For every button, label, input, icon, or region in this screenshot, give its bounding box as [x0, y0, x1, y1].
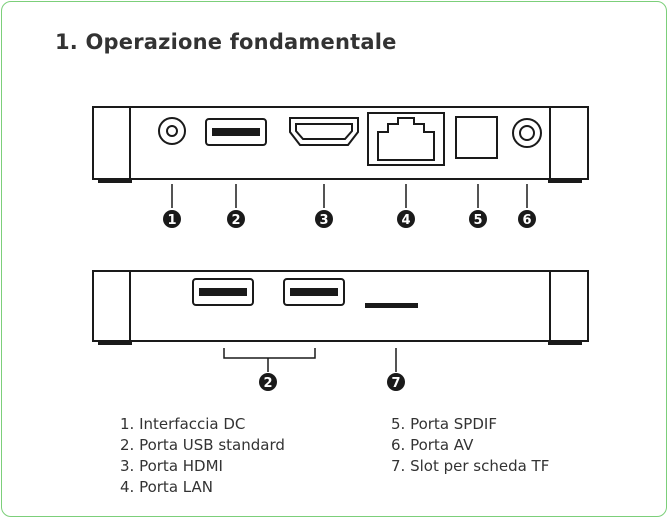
marker-label: 2: [231, 213, 240, 228]
leader-lines-top: [171, 184, 528, 208]
legend-item: 4. Porta LAN: [120, 478, 213, 496]
device-foot: [548, 341, 582, 345]
marker-5: 5: [469, 210, 487, 228]
legend-item: 3. Porta HDMI: [120, 457, 223, 475]
marker-4: 4: [397, 210, 415, 228]
hdmi-port: [289, 117, 359, 146]
dc-port: [158, 117, 186, 145]
marker-label: 4: [401, 213, 410, 228]
marker-label: 5: [473, 213, 482, 228]
tf-card-slot: [365, 303, 418, 308]
legend-item: 6. Porta AV: [391, 436, 474, 454]
usb-port: [283, 278, 345, 306]
legend-right: 5. Porta SPDIF 6. Porta AV 7. Slot per s…: [391, 414, 549, 477]
marker-7: 7: [387, 373, 405, 391]
av-port: [512, 118, 542, 148]
legend-item: 1. Interfaccia DC: [120, 415, 246, 433]
device-foot: [548, 179, 582, 183]
device-side-panel: [92, 270, 589, 345]
marker-label: 7: [391, 376, 400, 391]
legend-left: 1. Interfaccia DC 2. Porta USB standard …: [120, 414, 285, 498]
legend-item: 5. Porta SPDIF: [391, 415, 497, 433]
marker-6: 6: [518, 210, 536, 228]
marker-3: 3: [315, 210, 333, 228]
marker-1: 1: [163, 210, 181, 228]
device-side-body: [92, 270, 589, 342]
marker-label: 6: [522, 213, 531, 228]
marker-label: 2: [263, 376, 272, 391]
marker-2: 2: [227, 210, 245, 228]
leader-lines-bottom: [223, 348, 397, 372]
device-rear-body: [92, 106, 589, 180]
spdif-port: [455, 116, 498, 159]
legend-item: 2. Porta USB standard: [120, 436, 285, 454]
marker-label: 3: [319, 213, 328, 228]
marker-2-bottom: 2: [259, 373, 277, 391]
device-foot: [98, 341, 132, 345]
legend-item: 7. Slot per scheda TF: [391, 457, 550, 475]
page-title: 1. Operazione fondamentale: [55, 30, 397, 54]
lan-port: [367, 112, 445, 166]
device-foot: [98, 179, 132, 183]
usb-port: [205, 118, 267, 146]
marker-label: 1: [167, 213, 176, 228]
usb-port: [192, 278, 254, 306]
device-rear-panel: [92, 106, 589, 183]
